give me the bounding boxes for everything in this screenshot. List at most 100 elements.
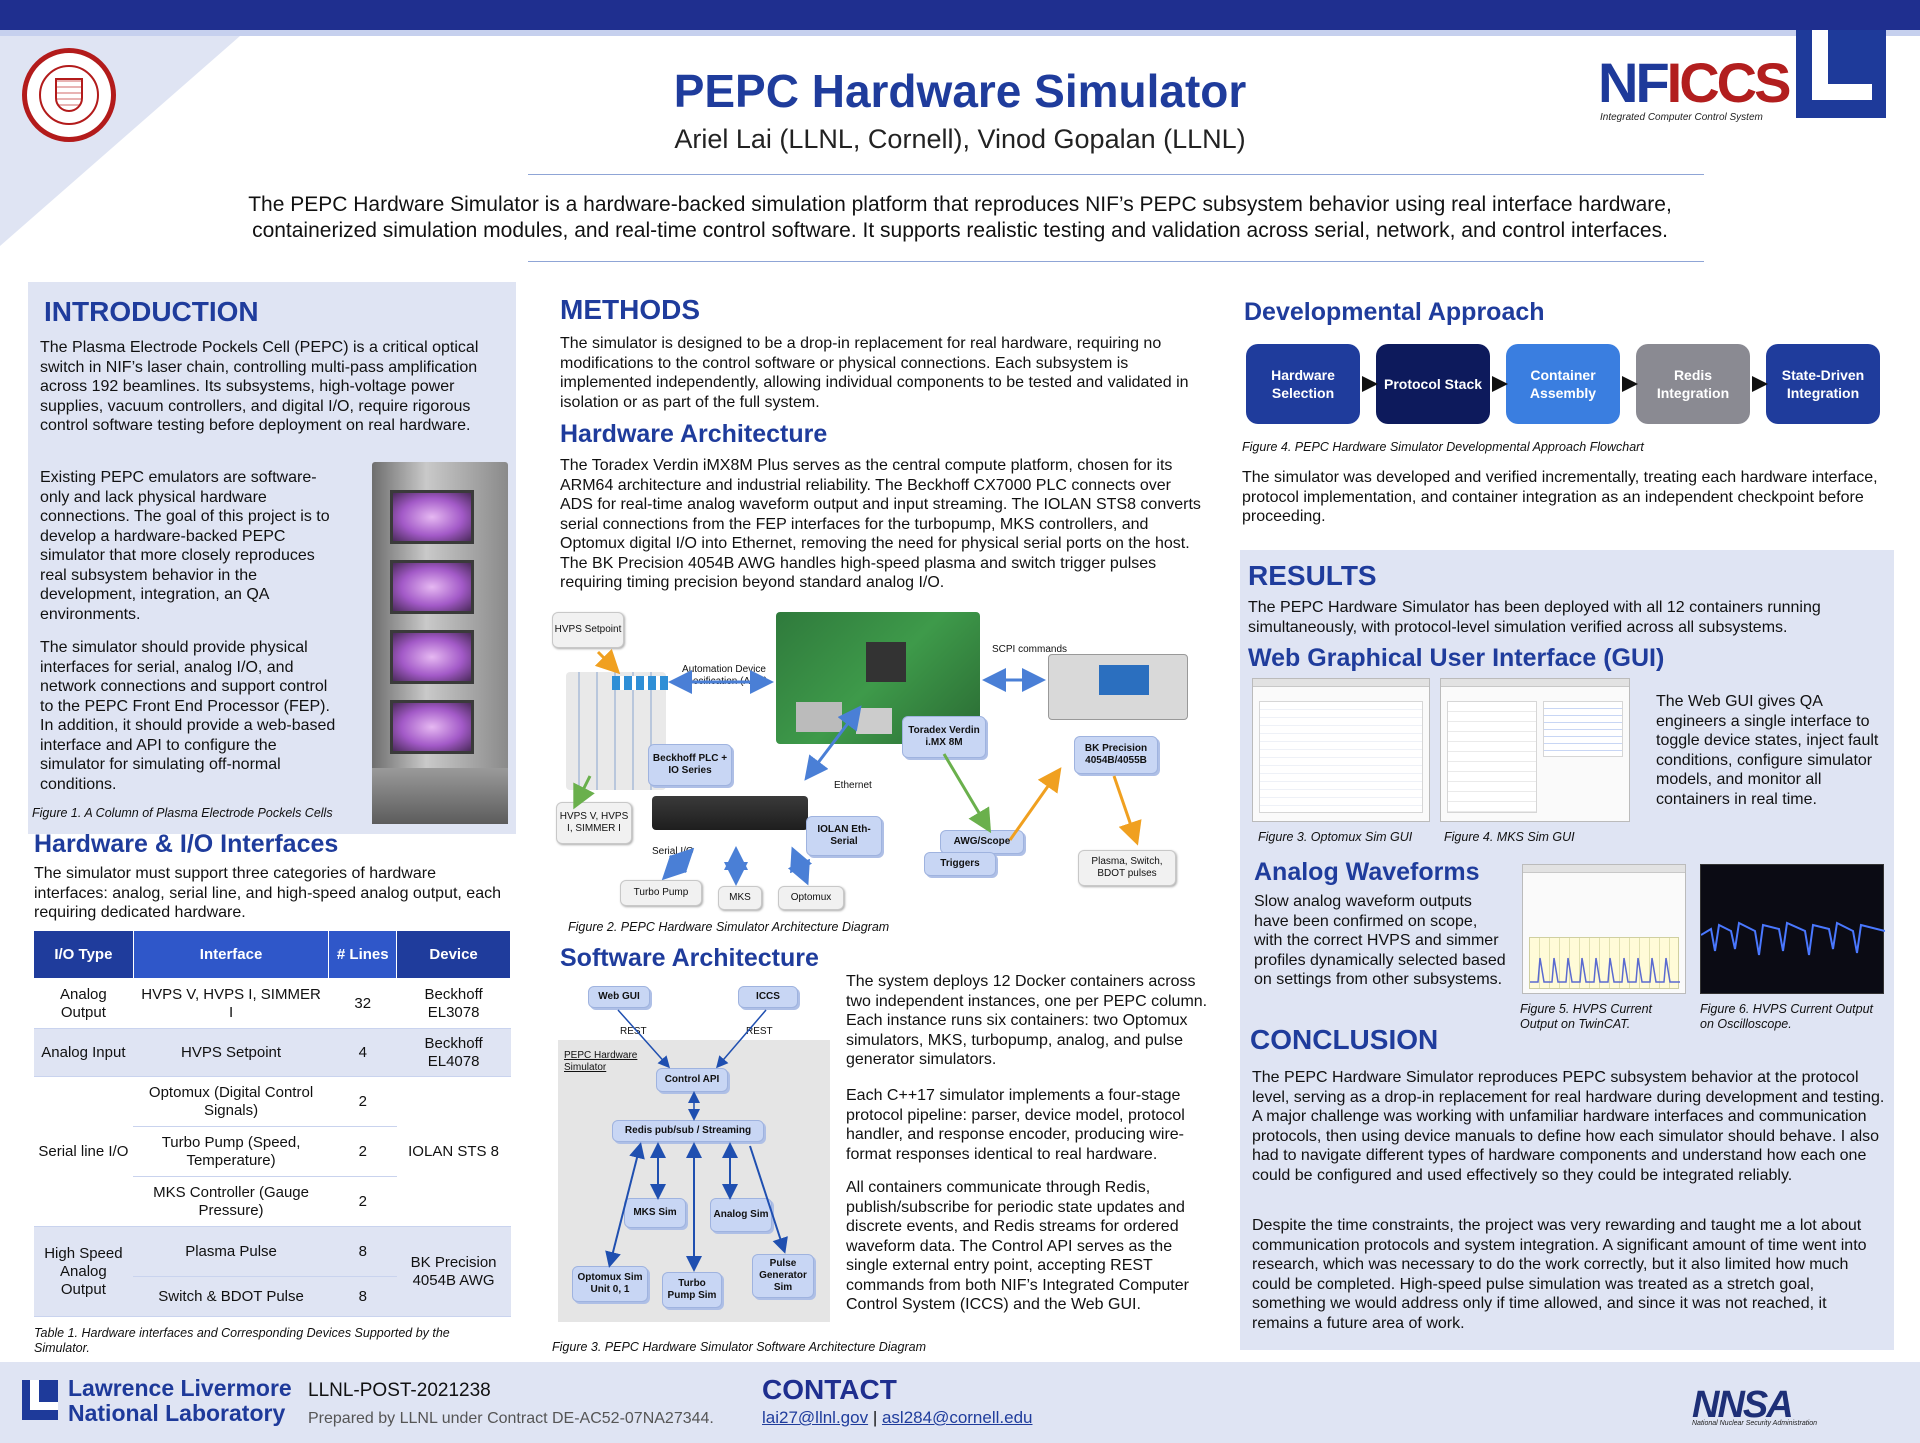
turbo-pump-label: Turbo Pump xyxy=(620,880,702,906)
io-terminals xyxy=(612,676,672,690)
llnl-l-logo xyxy=(1796,30,1886,118)
beckhoff-box: Beckhoff PLC + IO Series xyxy=(648,744,732,786)
poster-id: LLNL-POST-2021238 xyxy=(308,1380,491,1401)
table-row: Analog Output HVPS V, HVPS I, SIMMER I 3… xyxy=(33,978,511,1029)
hw-io-heading: Hardware & I/O Interfaces xyxy=(34,830,339,858)
table-row: Analog Input HVPS Setpoint 4 Beckhoff EL… xyxy=(33,1028,511,1077)
hardware-architecture-heading: Hardware Architecture xyxy=(560,420,828,448)
awg-photo xyxy=(1048,654,1188,720)
web-gui-paragraph: The Web GUI gives QA engineers a single … xyxy=(1656,693,1879,808)
hvps-setpoint-label: HVPS Setpoint xyxy=(552,612,624,648)
nif-iccs-logo: NFICCS Integrated Computer Control Syste… xyxy=(1598,51,1791,123)
figure-1-caption: Figure 1. A Column of Plasma Electrode P… xyxy=(32,806,333,820)
results-heading: RESULTS xyxy=(1248,560,1377,591)
conclusion-paragraph-2: Despite the time constraints, the projec… xyxy=(1252,1217,1867,1332)
col-device: Device xyxy=(396,930,511,979)
col-io-type: I/O Type xyxy=(33,930,134,979)
analog-waveforms-heading: Analog Waveforms xyxy=(1254,858,1480,886)
email-link-llnl[interactable]: lai27@llnl.gov xyxy=(762,1408,869,1427)
rest-label: REST xyxy=(746,1026,773,1037)
table-row: Switch & BDOT Pulse 8 xyxy=(34,1276,511,1317)
oscilloscope-screenshot xyxy=(1700,864,1886,994)
flow-step-hardware-selection: Hardware Selection xyxy=(1246,344,1360,424)
mks-gui-screenshot xyxy=(1440,678,1630,822)
web-gui-box: Web GUI xyxy=(588,986,650,1008)
flow-arrows xyxy=(1362,376,1768,392)
bk-precision-box: BK Precision 4054B/4055B xyxy=(1074,736,1158,774)
table-row: High Speed Analog Output Plasma Pulse 8 … xyxy=(33,1226,511,1317)
conclusion-paragraph-1: The PEPC Hardware Simulator reproduces P… xyxy=(1252,1069,1885,1184)
ethernet-label: Ethernet xyxy=(834,780,872,791)
contract-note: Prepared by LLNL under Contract DE-AC52-… xyxy=(308,1410,714,1427)
figure-3-caption: Figure 3. PEPC Hardware Simulator Softwa… xyxy=(552,1340,926,1354)
figure-4-caption: Figure 4. PEPC Hardware Simulator Develo… xyxy=(1242,440,1644,454)
flow-step-redis-integration: Redis Integration xyxy=(1636,344,1750,424)
contact-heading: CONTACT xyxy=(762,1374,897,1405)
control-api-box: Control API xyxy=(656,1068,728,1092)
iccs-box: ICCS xyxy=(738,986,798,1008)
software-paragraph-2: Each C++17 simulator implements a four-s… xyxy=(846,1087,1185,1163)
turbo-pump-sim-box: Turbo Pump Sim xyxy=(662,1272,722,1308)
llnl-logo-text: Lawrence Livermore National Laboratory xyxy=(68,1375,292,1426)
hardware-architecture-paragraph: The Toradex Verdin iMX8M Plus serves as … xyxy=(560,457,1201,591)
table-row: Turbo Pump (Speed, Temperature) 2 xyxy=(34,1126,511,1177)
software-architecture-heading: Software Architecture xyxy=(560,944,819,972)
rest-label: REST xyxy=(620,1026,647,1037)
optomux-sim-box: Optomux Sim Unit 0, 1 xyxy=(572,1266,648,1302)
hw-io-paragraph: The simulator must support three categor… xyxy=(34,865,501,921)
abstract: The PEPC Hardware Simulator is a hardwar… xyxy=(248,193,1672,242)
figure-6-caption: Figure 6. HVPS Current Output on Oscillo… xyxy=(1700,1002,1873,1031)
architecture-arrows xyxy=(573,648,1142,886)
triggers-box: Triggers xyxy=(924,852,996,876)
footer xyxy=(0,1362,1920,1443)
figure-2-caption: Figure 2. PEPC Hardware Simulator Archit… xyxy=(568,920,890,934)
introduction-heading: INTRODUCTION xyxy=(44,296,259,327)
software-paragraph-1: The system deploys 12 Docker containers … xyxy=(846,973,1208,1068)
table-row: MKS Controller (Gauge Pressure) 2 xyxy=(34,1176,511,1227)
optomux-label: Optomux xyxy=(778,886,844,910)
nnsa-logo: NNSA xyxy=(1692,1384,1794,1426)
flow-step-container-assembly: Container Assembly xyxy=(1506,344,1620,424)
email-link-cornell[interactable]: asl284@cornell.edu xyxy=(881,1408,1033,1427)
top-banner-stripe xyxy=(0,30,1920,36)
flow-step-state-driven-integration: State-Driven Integration xyxy=(1766,344,1880,424)
software-paragraph-3: All containers communicate through Redis… xyxy=(846,1179,1189,1313)
col-lines: # Lines xyxy=(328,930,398,979)
intro-paragraph-1: The Plasma Electrode Pockels Cell (PEPC)… xyxy=(40,339,479,434)
plasma-pulses-label: Plasma, Switch, BDOT pulses xyxy=(1078,850,1176,886)
awg-scope-box: AWG/Scope xyxy=(940,830,1024,854)
web-gui-heading: Web Graphical User Interface (GUI) xyxy=(1248,644,1665,672)
divider xyxy=(528,174,1704,175)
methods-paragraph: The simulator is designed to be a drop-i… xyxy=(560,335,1189,411)
llnl-logo-icon xyxy=(22,1380,58,1420)
cornell-seal-logo xyxy=(22,48,116,142)
figure-3b-caption: Figure 3. Optomux Sim GUI xyxy=(1258,830,1413,844)
intro-paragraph-3: The simulator should provide physical in… xyxy=(40,639,336,793)
flow-step-protocol-stack: Protocol Stack xyxy=(1376,344,1490,424)
intro-paragraph-2: Existing PEPC emulators are software-onl… xyxy=(40,469,330,623)
poster-title: PEPC Hardware Simulator xyxy=(673,65,1247,117)
optomux-gui-screenshot xyxy=(1252,678,1430,822)
hw-io-table: I/O Type Interface # Lines Device Analog… xyxy=(33,930,511,1317)
conclusion-heading: CONCLUSION xyxy=(1250,1024,1439,1055)
mks-label: MKS xyxy=(718,886,762,910)
software-arrows xyxy=(605,1009,788,1272)
container-label: PEPC Hardware Simulator xyxy=(564,1050,638,1073)
analog-waveforms-paragraph: Slow analog waveform outputs have been c… xyxy=(1254,893,1506,988)
analog-sim-box: Analog Sim xyxy=(710,1198,772,1232)
iolan-photo xyxy=(652,796,808,830)
twincat-screenshot xyxy=(1522,864,1686,994)
iolan-box: IOLAN Eth-Serial xyxy=(806,816,882,856)
divider xyxy=(528,261,1704,262)
scpi-label: SCPI commands xyxy=(992,644,1068,655)
table-1-caption: Table 1. Hardware interfaces and Corresp… xyxy=(34,1326,450,1355)
table-header-row: I/O Type Interface # Lines Device xyxy=(33,930,511,979)
developmental-paragraph: The simulator was developed and verified… xyxy=(1242,469,1878,525)
figure-5-caption: Figure 5. HVPS Current Output on TwinCAT… xyxy=(1520,1002,1652,1031)
results-paragraph: The PEPC Hardware Simulator has been dep… xyxy=(1248,599,1821,636)
developmental-approach-heading: Developmental Approach xyxy=(1244,298,1545,326)
figure-4b-caption: Figure 4. MKS Sim GUI xyxy=(1444,830,1575,844)
poster-authors: Ariel Lai (LLNL, Cornell), Vinod Gopalan… xyxy=(674,124,1246,154)
contact-line: lai27@llnl.gov | asl284@cornell.edu xyxy=(762,1408,1033,1427)
pulse-generator-sim-box: Pulse Generator Sim xyxy=(752,1254,814,1298)
